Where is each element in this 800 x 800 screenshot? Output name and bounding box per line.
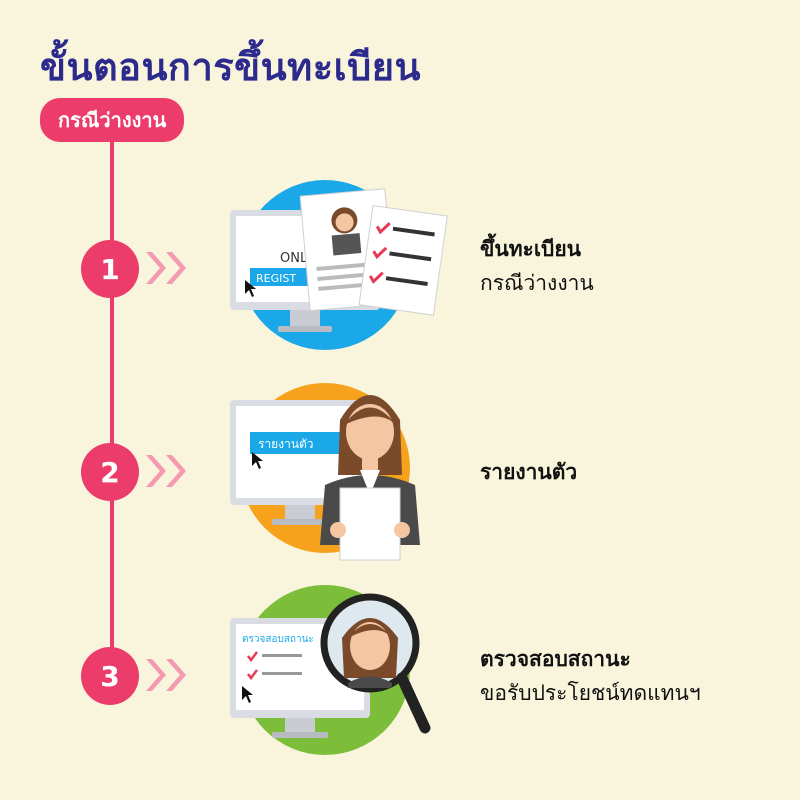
step-1-screen-text-1: ONL: [280, 251, 308, 266]
step-2-chevron-icon: [146, 455, 186, 487]
cursor-icon: [245, 280, 256, 297]
step-3-screen-text: ตรวจสอบสถานะ: [242, 634, 314, 645]
step-2-label: รายงานตัว: [480, 455, 577, 489]
step-2-number: 2: [81, 443, 139, 501]
timeline-line: [110, 125, 114, 695]
step-3-heading: ตรวจสอบสถานะ: [480, 647, 631, 671]
step-3-detail: ขอรับประโยชน์ทดแทนฯ: [480, 681, 701, 705]
cursor-icon: [242, 686, 253, 703]
step-3-label: ตรวจสอบสถานะ ขอรับประโยชน์ทดแทนฯ: [480, 642, 701, 710]
step-1-heading: ขึ้นทะเบียน: [480, 237, 582, 261]
cursor-icon: [252, 452, 263, 469]
step-1-number: 1: [81, 240, 139, 298]
step-3-illustration: ตรวจสอบสถานะ: [230, 585, 431, 755]
step-1-chevron-icon: [146, 252, 186, 284]
step-1-label: ขึ้นทะเบียน กรณีว่างงาน: [480, 232, 594, 300]
step-1-screen-text-2: REGIST: [256, 272, 296, 285]
page-title: ขั้นตอนการขึ้นทะเบียน: [40, 45, 421, 89]
step-1-detail: กรณีว่างงาน: [480, 271, 594, 295]
step-2-illustration: รายงานตัว: [230, 383, 420, 561]
step-2-heading: รายงานตัว: [480, 460, 578, 484]
step-3-number: 3: [81, 647, 139, 705]
step-3-chevron-icon: [146, 659, 186, 691]
step-2-screen-button: รายงานตัว: [258, 437, 314, 451]
step-1-illustration: ONL REGIST: [230, 180, 448, 350]
